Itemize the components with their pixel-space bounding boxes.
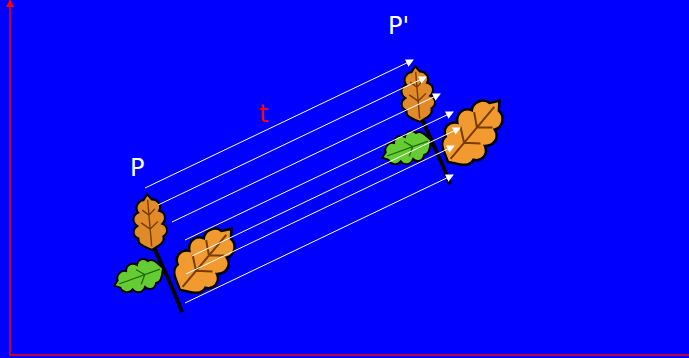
original-leaves — [109, 193, 250, 312]
vector-label: t — [259, 102, 268, 126]
y-axis — [9, 6, 11, 356]
translation-vectors — [145, 60, 460, 303]
point-label: P' — [388, 14, 409, 38]
x-axis — [10, 354, 689, 356]
translated-leaves — [377, 65, 518, 184]
point-label: P — [130, 156, 144, 180]
